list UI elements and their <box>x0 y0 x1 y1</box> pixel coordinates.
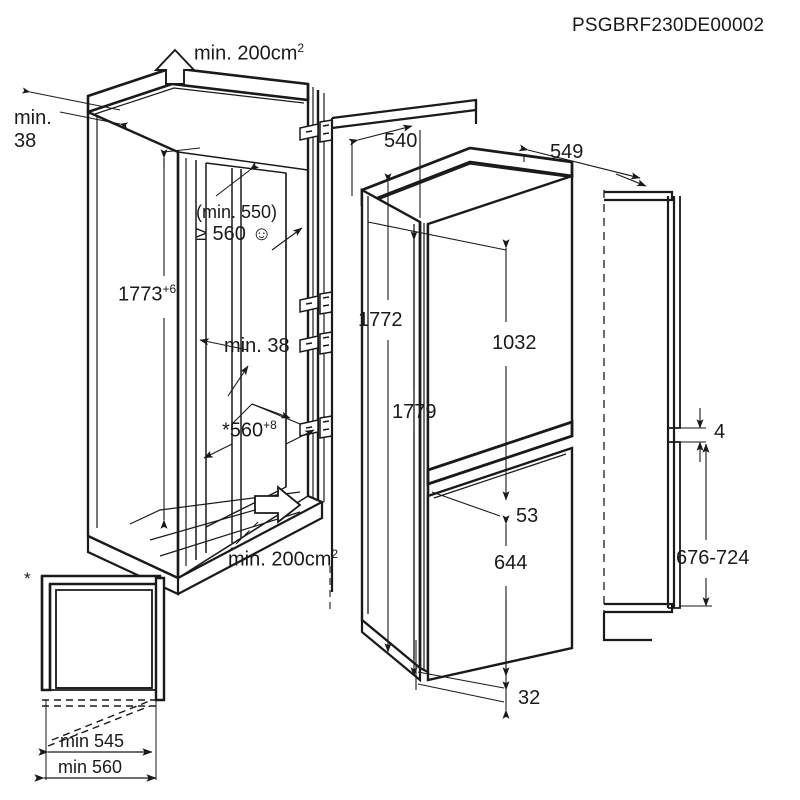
dim-1032 <box>367 221 510 501</box>
label-gap-53: 53 <box>516 505 539 527</box>
appliance-left-side <box>360 187 422 671</box>
label-min-38-top-line2: 38 <box>14 130 37 152</box>
cabinet-base <box>86 494 325 596</box>
label-height-1772: 1772 <box>358 309 403 331</box>
label-top-ventilation: min. 200cm2 <box>194 41 305 65</box>
label-bottom-ventilation: min. 200cm2 <box>228 547 339 571</box>
label-appliance-depth-540: 540 <box>384 130 418 152</box>
side-panel <box>602 190 676 642</box>
label-depth-560: ≥ 560 ☺ <box>196 223 272 245</box>
bottom-vent-arrow <box>254 485 302 524</box>
label-height-1779: 1779 <box>392 401 437 423</box>
cabinet-door-open <box>330 98 478 592</box>
label-freezer-644: 644 <box>494 552 528 574</box>
dim-min38-top <box>21 87 129 129</box>
inset-door-plan <box>154 576 166 702</box>
label-plinth-32: 32 <box>518 687 541 709</box>
top-vent-arrow <box>153 48 197 85</box>
door-divider-bar <box>426 420 574 486</box>
label-inset-min-560: min 560 <box>58 757 123 777</box>
smiley-icon: ☺ <box>251 223 272 245</box>
dim-540 <box>348 124 421 218</box>
dim-560-width <box>203 403 315 459</box>
label-niche-width: *560+8 <box>222 418 277 442</box>
document-code: PSGBRF230DE00002 <box>572 15 765 36</box>
label-panel-gap-4: 4 <box>714 421 726 443</box>
label-min-38-inner: min. 38 <box>224 335 290 357</box>
hinge-assembly <box>299 119 333 439</box>
label-appliance-depth-549: 549 <box>550 141 584 163</box>
label-inset-min-545: min 545 <box>60 731 125 751</box>
label-fridge-1032: 1032 <box>492 332 537 354</box>
label-inset-asterisk: * <box>24 569 31 588</box>
freezer-door <box>426 446 574 682</box>
label-min-38-top-line1: min. <box>14 107 52 129</box>
dim-549 <box>518 144 641 180</box>
inset-door-swing <box>42 699 156 747</box>
dim-32 <box>415 600 510 719</box>
label-niche-height: 1773+6 <box>118 282 177 306</box>
inset-cabinet-plan <box>40 574 162 692</box>
vent-leader-dashed <box>227 521 331 610</box>
dim-depth-560 <box>215 161 303 251</box>
dim-53 <box>431 491 501 517</box>
dim-min38-inner <box>199 338 249 397</box>
cabinet-body <box>86 110 180 580</box>
label-handle-range: 676-724 <box>676 547 750 569</box>
label-depth-min-550: (min. 550) <box>196 202 278 222</box>
